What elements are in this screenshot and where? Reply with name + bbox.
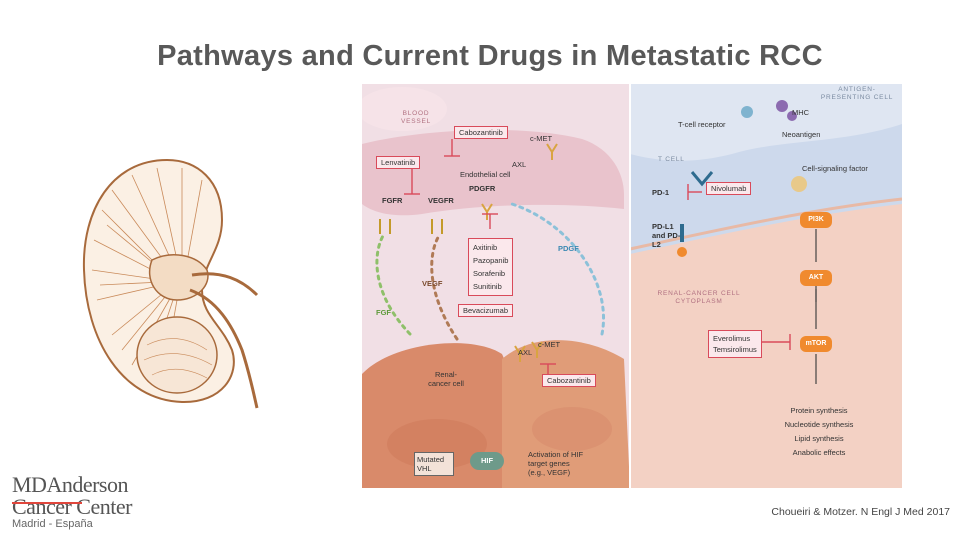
cell-signaling-factor-label: Cell-signaling factor [802, 164, 868, 173]
pd1-label: PD-1 [652, 188, 669, 197]
renal-cancer-cell-label: Renal-cancer cell [424, 370, 468, 388]
akt-node: AKT [800, 270, 832, 286]
blood-vessel-label: BLOOD VESSEL [394, 110, 438, 126]
slide-title: Pathways and Current Drugs in Metastatic… [0, 40, 960, 73]
hif-label: HIF [481, 456, 493, 465]
cmet-top-label: c-MET [530, 134, 552, 143]
logo-line1: MDAnderson [12, 474, 162, 496]
kidney-illustration [72, 150, 272, 410]
tki-drug-item: Sorafenib [473, 267, 508, 280]
mdanderson-logo: MDAnderson Cancer Center Madrid - España [12, 474, 162, 530]
pdgf-label: PDGF [558, 244, 579, 253]
cmet-bottom-label: c-MET [538, 340, 560, 349]
mutated-vhl-box: Mutated VHL [414, 452, 454, 476]
cabozantinib-bottom-box: Cabozantinib [542, 374, 596, 387]
antigen-presenting-cell-label: ANTIGEN-PRESENTING CELL [814, 86, 900, 102]
neoantigen-label: Neoantigen [782, 130, 820, 139]
lenvatinib-box: Lenvatinib [376, 156, 420, 169]
tki-drug-item: Pazopanib [473, 254, 508, 267]
fgf-label: FGF [376, 308, 391, 317]
mtor-inhibitor-item: Everolimus [713, 333, 757, 344]
pathway-figure: BLOOD VESSEL ANTIGEN-PRESENTING CELL T C… [362, 84, 902, 488]
tki-drug-item: Sunitinib [473, 280, 508, 293]
axl-bottom-label: AXL [518, 348, 532, 357]
outcome-item: Lipid synthesis [774, 432, 864, 446]
outcome-item: Nucleotide synthesis [774, 418, 864, 432]
tki-drug-list: Axitinib Pazopanib Sorafenib Sunitinib [468, 238, 513, 296]
pdgfr-label: PDGFR [469, 184, 495, 193]
t-cell-label: T CELL [658, 156, 685, 164]
citation: Choueiri & Motzer. N Engl J Med 2017 [771, 506, 950, 518]
pdl1-pdl2-label: PD-L1 and PD-L2 [652, 222, 686, 249]
mtor-inhibitor-item: Temsirolimus [713, 344, 757, 355]
mtor-inhibitor-list: Everolimus Temsirolimus [708, 330, 762, 358]
pi3k-node: PI3K [800, 212, 832, 228]
hif-activation-label: Activation of HIF target genes (e.g., VE… [528, 450, 588, 477]
logo-line2: Cancer Center [12, 496, 162, 518]
vegfr-label: VEGFR [428, 196, 454, 205]
tki-drug-item: Axitinib [473, 241, 508, 254]
logo-line3: Madrid - España [12, 518, 162, 531]
renal-cytoplasm-label: RENAL-CANCER CELL CYTOPLASM [654, 290, 744, 306]
cabozantinib-top-box: Cabozantinib [454, 126, 508, 139]
nivolumab-box: Nivolumab [706, 182, 751, 195]
logo-strike [12, 502, 82, 504]
outcome-list: Protein synthesis Nucleotide synthesis L… [774, 404, 864, 460]
bevacizumab-box: Bevacizumab [458, 304, 513, 317]
fgfr-label: FGFR [382, 196, 402, 205]
axl-top-label: AXL [512, 160, 526, 169]
mtor-node: mTOR [800, 336, 832, 352]
vegf-label: VEGF [422, 279, 442, 288]
outcome-item: Protein synthesis [774, 404, 864, 418]
outcome-item: Anabolic effects [774, 446, 864, 460]
t-cell-receptor-label: T-cell receptor [678, 120, 726, 129]
endothelial-cell-label: Endothelial cell [460, 170, 510, 179]
mhc-label: MHC [792, 108, 809, 117]
